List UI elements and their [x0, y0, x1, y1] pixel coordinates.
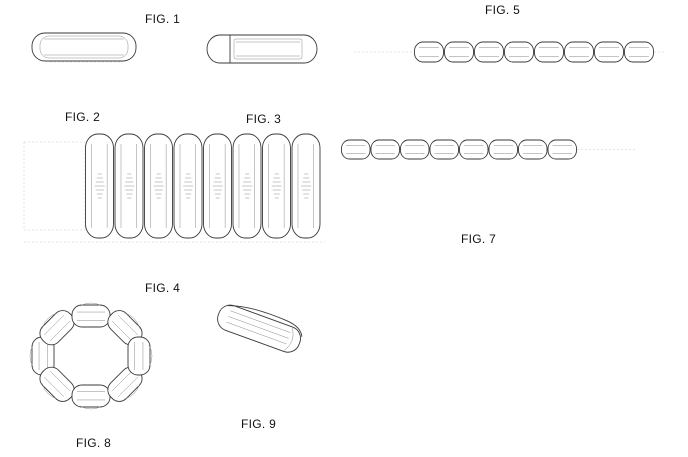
fig7-bead	[430, 140, 459, 159]
fig7-bead	[489, 140, 518, 159]
fig8-bead	[34, 363, 78, 407]
fig1-label: FIG. 1	[145, 12, 181, 26]
fig3-bead	[174, 134, 202, 238]
fig9-drawing	[212, 300, 308, 358]
fig5-bead	[475, 42, 504, 62]
fig8-bead	[34, 305, 78, 349]
fig3-bead	[115, 134, 143, 238]
fig5-bead	[535, 42, 564, 62]
fig5-label: FIG. 5	[485, 3, 521, 17]
fig3-bead	[292, 134, 320, 238]
fig7-bead	[342, 140, 371, 159]
fig5-drawing	[352, 38, 662, 68]
fig2-label: FIG. 2	[65, 110, 101, 124]
fig7-drawing	[338, 136, 638, 164]
fig2-drawing	[214, 32, 320, 66]
fig8-bead	[128, 337, 152, 375]
fig5-bead	[505, 42, 534, 62]
fig3-bead	[204, 134, 232, 238]
fig9-label: FIG. 9	[241, 417, 277, 431]
fig5-bead	[595, 42, 624, 62]
fig8-label: FIG. 8	[76, 436, 112, 450]
fig8-bead	[104, 305, 148, 349]
fig7-bead	[460, 140, 489, 159]
fig8-drawing	[18, 300, 164, 418]
fig7-bead	[371, 140, 400, 159]
fig7-bead	[519, 140, 548, 159]
fig5-bead	[445, 42, 474, 62]
fig3-bead	[263, 134, 291, 238]
fig3-frame-left	[24, 142, 85, 230]
fig3-bead	[233, 134, 261, 238]
fig3-bead	[145, 134, 173, 238]
fig4-label: FIG. 4	[145, 281, 181, 295]
fig5-bead	[565, 42, 594, 62]
fig1-drawing	[30, 30, 140, 64]
fig7-bead	[401, 140, 430, 159]
fig8-bead	[30, 337, 54, 375]
fig8-bead	[72, 303, 110, 327]
fig7-bead	[548, 140, 577, 159]
fig8-bead	[72, 385, 110, 409]
fig5-bead	[415, 42, 444, 62]
fig3-drawing	[22, 130, 332, 242]
fig5-bead	[625, 42, 654, 62]
fig3-bead	[86, 134, 114, 238]
fig3-label: FIG. 3	[246, 112, 282, 126]
fig7-label: FIG. 7	[461, 232, 497, 246]
